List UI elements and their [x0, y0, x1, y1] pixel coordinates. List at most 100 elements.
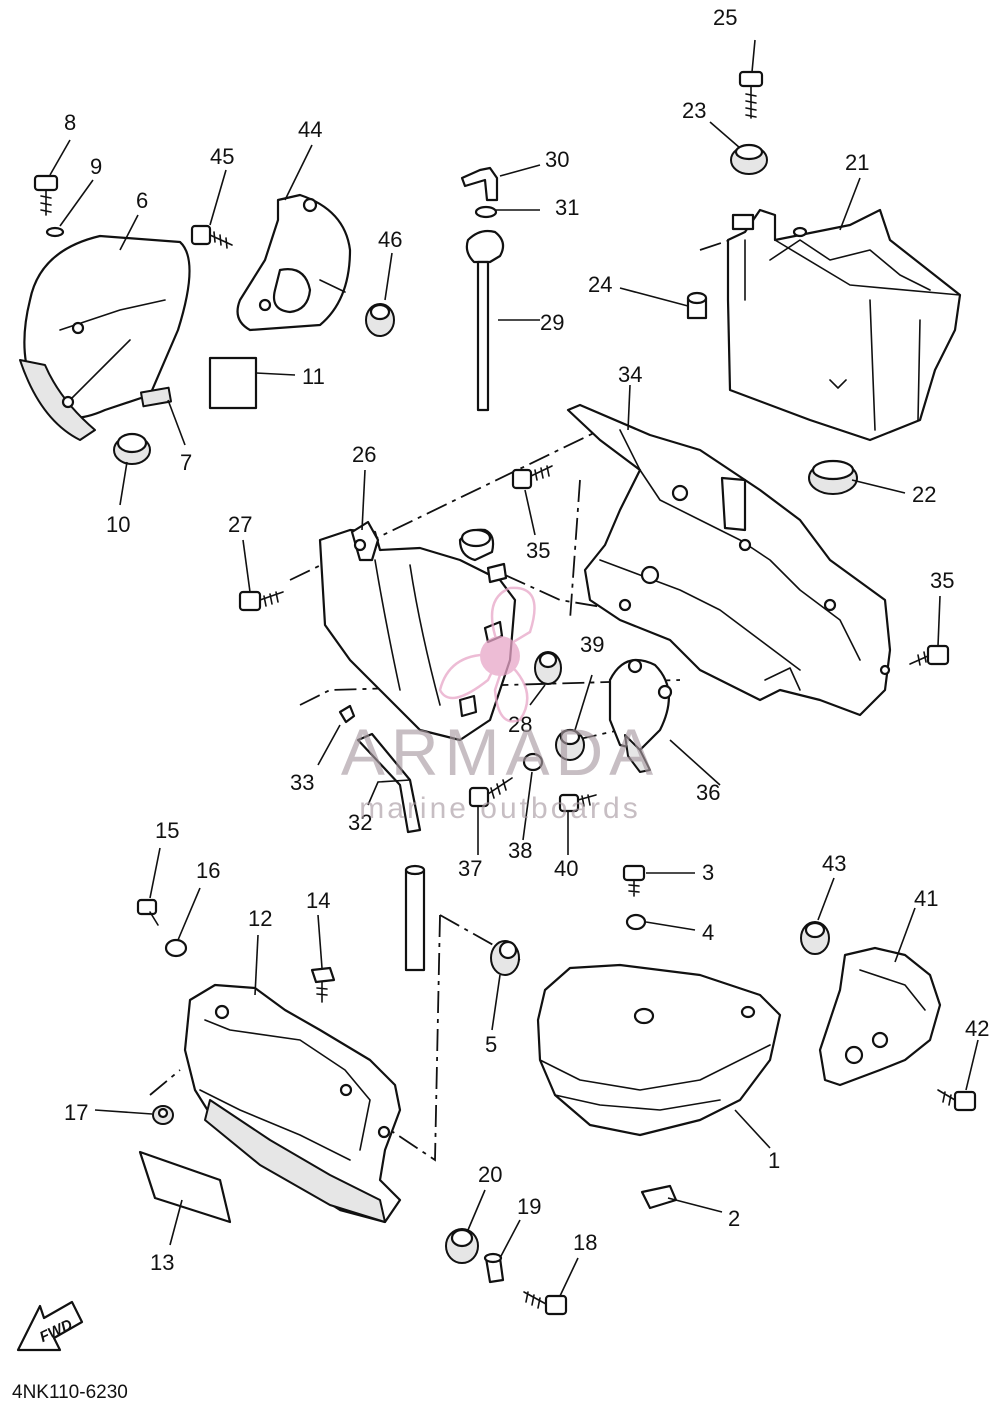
callout-33: 33 [290, 770, 314, 795]
label-part-13 [138, 1150, 232, 1224]
callout-11: 11 [302, 364, 325, 389]
callout-32: 32 [348, 810, 372, 835]
clip-part-33 [338, 704, 356, 724]
damper-part-2 [640, 1184, 678, 1210]
callout-31: 31 [555, 195, 579, 220]
callout-10: 10 [106, 512, 130, 537]
collar-part-23 [730, 143, 768, 175]
callout-17: 17 [64, 1100, 88, 1125]
bolt-part-37 [468, 777, 513, 808]
bolt-part-18 [523, 1291, 568, 1316]
grommet-part-10 [113, 432, 151, 465]
washer-part-4 [625, 913, 647, 931]
callout-3: 3 [702, 860, 714, 885]
callout-30: 30 [545, 147, 569, 172]
nut-part-17 [152, 1105, 174, 1125]
grommet-part-22 [808, 459, 858, 495]
label-part-11 [208, 356, 258, 410]
bracket-part-44 [236, 193, 352, 332]
bolt-part-15 [136, 898, 159, 926]
callout-46: 46 [378, 227, 402, 252]
callout-16: 16 [196, 858, 220, 883]
front-cover-part-6 [19, 234, 191, 441]
watermark-brand: ARMADA [341, 715, 659, 789]
callout-25: 25 [713, 5, 737, 30]
bolt-part-35-upper [511, 465, 553, 490]
grommet-part-43 [800, 921, 830, 955]
callout-24: 24 [588, 272, 612, 297]
collar-part-19 [483, 1252, 505, 1284]
callout-23: 23 [682, 98, 706, 123]
callout-7: 7 [180, 450, 192, 475]
side-cover-part-12 [183, 983, 402, 1224]
callout-9: 9 [90, 154, 102, 179]
bolt-part-3 [622, 864, 646, 897]
callout-5: 5 [485, 1032, 497, 1057]
fuel-tank-part-26 [318, 520, 517, 742]
callout-39: 39 [580, 632, 604, 657]
callout-40: 40 [554, 856, 578, 881]
callout-35-upper: 35 [526, 538, 550, 563]
bolt-part-25 [738, 70, 764, 119]
battery-box-part-21 [726, 208, 962, 442]
bracket-part-36 [608, 658, 673, 773]
callout-37: 37 [458, 856, 482, 881]
callout-35-right: 35 [930, 568, 954, 593]
collar-part-38 [522, 752, 544, 772]
hose-part-32 [356, 732, 426, 972]
o-ring-part-31 [474, 205, 498, 219]
callout-45: 45 [210, 144, 234, 169]
callout-27: 27 [228, 512, 252, 537]
screw-part-14 [310, 966, 336, 1003]
callout-43: 43 [822, 851, 846, 876]
callout-6: 6 [136, 188, 148, 213]
forward-arrow-icon: FWD [16, 1300, 84, 1352]
callout-44: 44 [298, 117, 322, 142]
callout-29: 29 [540, 310, 564, 335]
callout-4: 4 [702, 920, 714, 945]
callout-28: 28 [508, 712, 532, 737]
collar-part-24 [686, 291, 708, 320]
damper-part-39 [555, 728, 585, 761]
bolt-part-35-right [909, 644, 950, 666]
grommet-part-28 [534, 651, 562, 685]
washer-part-9 [45, 226, 65, 238]
bolt-part-8 [33, 174, 59, 216]
cover-part-41 [818, 946, 942, 1087]
leader-lines [49, 39, 979, 1297]
callout-15: 15 [155, 818, 179, 843]
frame-rack-part-34 [566, 403, 892, 717]
bolt-part-40 [558, 793, 597, 813]
callout-41: 41 [914, 886, 938, 911]
callout-21: 21 [845, 150, 869, 175]
callout-1: 1 [768, 1148, 780, 1173]
callout-19: 19 [517, 1194, 541, 1219]
callout-labels: 1 2 3 4 5 6 7 8 9 10 11 12 13 14 15 16 1… [64, 5, 989, 1275]
diagram-code: 4NK110-6230 [12, 1382, 128, 1403]
callout-22: 22 [912, 482, 936, 507]
propeller-logo-icon [438, 586, 536, 723]
callout-42: 42 [965, 1016, 989, 1041]
callout-34: 34 [618, 362, 642, 387]
bolt-part-42 [937, 1089, 977, 1112]
callout-14: 14 [306, 888, 330, 913]
hose-elbow-part-30 [460, 166, 499, 202]
side-cover-part-1 [536, 963, 782, 1137]
washer-part-16 [164, 938, 188, 958]
pad-part-7 [139, 386, 173, 408]
callout-36: 36 [696, 780, 720, 805]
callout-12: 12 [248, 906, 272, 931]
callout-20: 20 [478, 1162, 502, 1187]
callout-8: 8 [64, 110, 76, 135]
grommet-part-20 [445, 1228, 479, 1264]
armada-watermark: ARMADA marine outboards [341, 586, 659, 825]
bolt-part-27 [238, 590, 284, 612]
callout-38: 38 [508, 838, 532, 863]
sender-rod-part-29 [465, 229, 505, 412]
watermark-tagline: marine outboards [359, 792, 640, 825]
callout-13: 13 [150, 1250, 174, 1275]
grommet-part-5 [490, 940, 520, 976]
callout-18: 18 [573, 1230, 597, 1255]
callout-26: 26 [352, 442, 376, 467]
